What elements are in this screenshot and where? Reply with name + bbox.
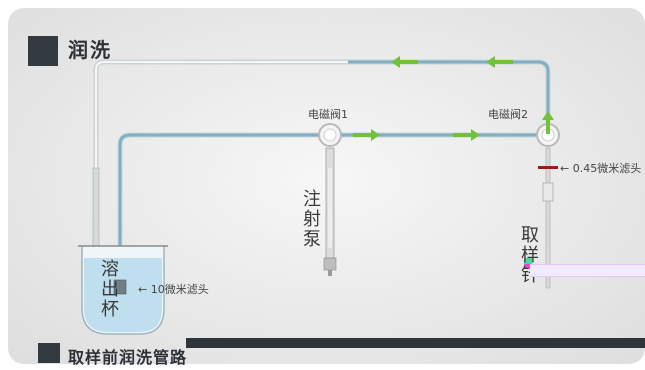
sampling-needle (545, 147, 551, 289)
caption: 取样前润洗管路 (68, 348, 188, 367)
overlay-bar (530, 264, 645, 277)
footer-marker (38, 343, 60, 363)
return-tube (93, 59, 551, 188)
syringe-pump-label: 注射泵 (303, 189, 321, 250)
flow-arrow (486, 56, 513, 68)
flow-arrow (542, 111, 554, 134)
title-marker (28, 36, 58, 66)
dissolution-cup-label: 溶出杯 (101, 259, 119, 320)
diagram-canvas: 润洗 (8, 8, 645, 364)
flow-arrow (453, 129, 480, 141)
sampling-needle-label: 取样针 (521, 225, 539, 286)
flow-arrow (353, 129, 380, 141)
valve1-label: 电磁阀1 (308, 108, 348, 121)
filter-10 (113, 279, 127, 295)
valve2-label: 电磁阀2 (488, 108, 528, 121)
filter-045 (538, 166, 558, 169)
filter-10-label: ← 10微米滤头 (138, 283, 209, 296)
flow-arrows (353, 56, 554, 141)
filter-045-label: ← 0.45微米滤头 (560, 162, 642, 175)
dissolution-cup-liquid (84, 258, 162, 332)
tubing-diagram (78, 56, 560, 335)
footer-bar (186, 338, 645, 348)
return-needle (92, 167, 100, 247)
syringe-plunger (323, 257, 337, 271)
page-title: 润洗 (68, 38, 112, 62)
flow-arrow (391, 56, 418, 68)
